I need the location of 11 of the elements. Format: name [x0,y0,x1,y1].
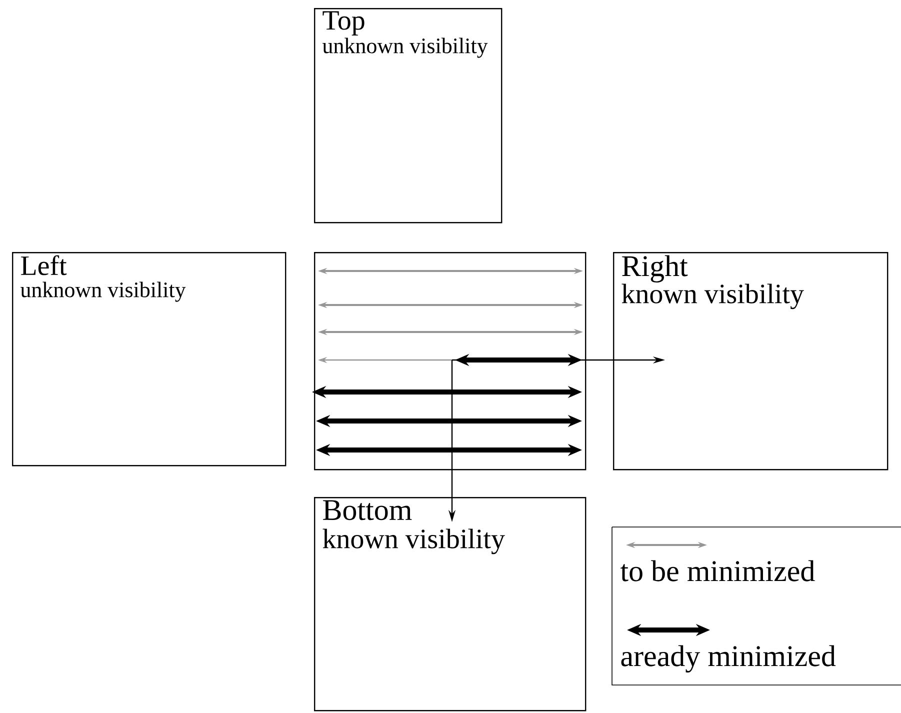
box-heading: Left [21,255,67,276]
box-subtitle: unknown visibility [20,282,186,302]
box-heading: Right [622,255,688,282]
legend-text: to be minimized [620,560,815,582]
box-subtitle: known visibility [622,284,804,310]
box-subtitle: known visibility [322,528,505,554]
box-subtitle: unknown visibility [322,38,488,58]
box-heading: Top [322,11,364,36]
legend-text: aready minimized [621,645,836,672]
box-heading: Bottom [323,500,412,520]
panel-box [314,252,586,470]
